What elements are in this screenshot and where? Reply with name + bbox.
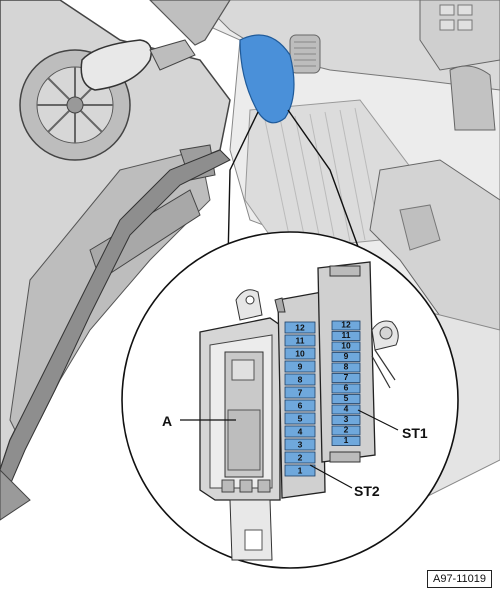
fuse-slot-st2-7	[284, 386, 316, 399]
fuse-slot-st2-8	[284, 373, 316, 386]
fuse-slot-st1-9	[331, 352, 361, 362]
callout-st1: ST1	[357, 409, 428, 441]
fuse-slot-st2-10	[284, 347, 316, 360]
fuse-number-st1-4: 4	[344, 404, 349, 414]
fuse-slot-st1-12	[331, 320, 361, 331]
fuse-number-st1-2: 2	[344, 425, 349, 435]
figure-reference-id: A97-11019	[426, 570, 492, 588]
fuse-slot-st1-2	[331, 425, 361, 436]
fuse-slot-st1-10	[331, 341, 361, 352]
fuse-number-st1-11: 11	[342, 330, 351, 340]
fuse-number-st1-10: 10	[341, 341, 351, 351]
callout-st2-label: ST2	[354, 483, 380, 499]
fuse-number-st2-4: 4	[298, 427, 303, 437]
zoom-leader-line-right	[287, 109, 361, 253]
fuse-number-st2-6: 6	[298, 401, 303, 411]
fuse-slot-st2-1	[284, 464, 316, 477]
fuse-slot-st2-6	[284, 399, 316, 412]
fuse-number-st1-8: 8	[344, 362, 349, 372]
callout-a-label: A	[162, 413, 172, 429]
fuse-number-st2-2: 2	[298, 453, 303, 463]
fuse-slot-st1-11	[331, 331, 361, 341]
fuse-slot-st1-6	[331, 383, 361, 394]
fuse-number-st1-9: 9	[344, 351, 349, 361]
fuse-number-st2-3: 3	[298, 440, 303, 450]
fuse-slot-st1-4	[331, 404, 361, 415]
fuse-number-st2-11: 11	[296, 336, 305, 346]
fuse-slot-st1-7	[331, 373, 361, 383]
fuse-number-st1-1: 1	[344, 435, 349, 445]
fuse-slot-st2-4	[284, 425, 316, 438]
callout-st1-label: ST1	[402, 425, 428, 441]
fuse-number-st2-1: 1	[298, 466, 303, 476]
callout-a: A	[162, 413, 236, 429]
fuse-slot-st1-8	[331, 362, 361, 373]
fuse-number-st2-12: 12	[295, 323, 305, 333]
fuse-number-st1-5: 5	[344, 393, 349, 403]
fuse-slot-st2-9	[284, 360, 316, 373]
callout-st2: ST2	[309, 464, 380, 499]
fuse-slot-st2-12	[284, 321, 316, 334]
fuse-slot-st1-1	[331, 436, 361, 446]
fuse-panel-location-highlight	[239, 34, 295, 124]
fuse-slot-st2-11	[284, 334, 316, 347]
fuse-number-st1-7: 7	[344, 372, 349, 382]
fuse-slot-st2-5	[284, 412, 316, 425]
fuse-number-st1-12: 12	[341, 320, 351, 330]
fuse-number-st2-9: 9	[298, 362, 303, 372]
fuse-slot-st2-3	[284, 438, 316, 451]
fuse-slot-st1-5	[331, 394, 361, 404]
fuse-slot-st1-3	[331, 415, 361, 425]
fuse-number-st2-8: 8	[298, 375, 303, 385]
fuse-number-st1-3: 3	[344, 414, 349, 424]
fuse-number-st1-6: 6	[344, 383, 349, 393]
fuse-slot-st2-2	[284, 451, 316, 464]
fuse-number-st2-10: 10	[295, 349, 305, 359]
zoom-leader-line-left	[227, 111, 259, 261]
fuse-number-st2-5: 5	[298, 414, 303, 424]
fuse-number-st2-7: 7	[298, 388, 303, 398]
